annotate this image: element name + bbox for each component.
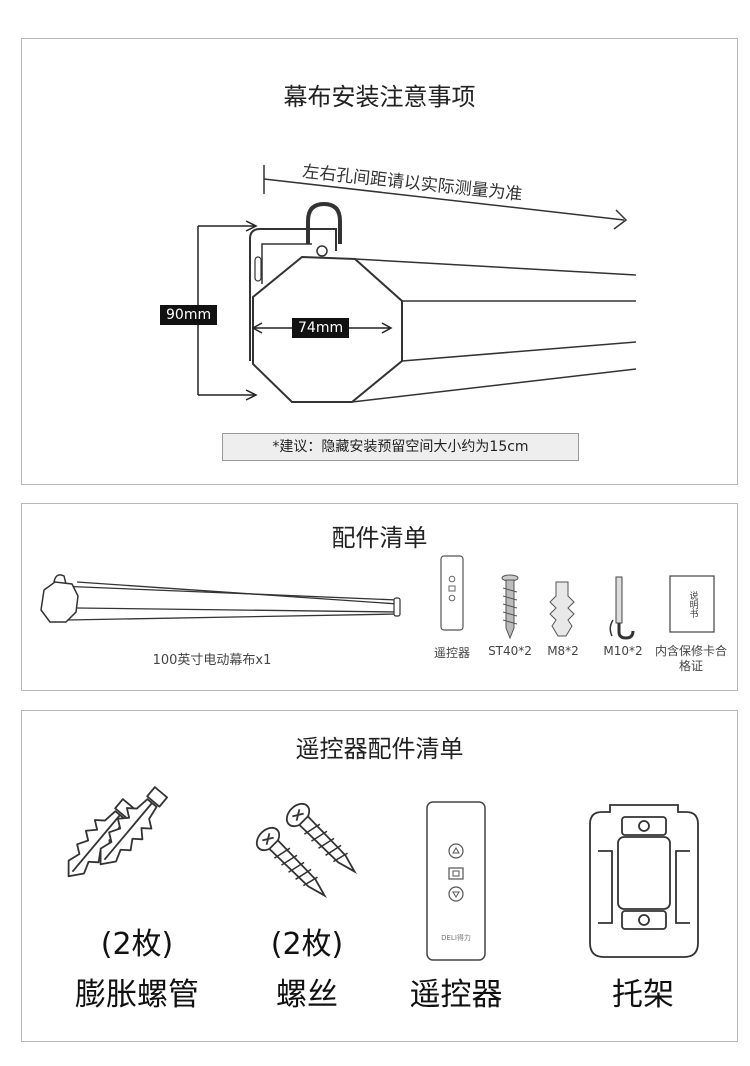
- screw-image: [255, 802, 357, 898]
- parts-label-m10: M10*2: [603, 644, 643, 658]
- parts-list-panel: 配件清单: [21, 503, 738, 691]
- remote-parts-panel: 遥控器配件清单: [21, 710, 738, 1042]
- installation-tip: *建议：隐藏安装预留空间大小约为15cm: [222, 433, 579, 461]
- parts-label-warranty: 内含保修卡合格证: [655, 644, 728, 673]
- parts-label-remote: 遥控器: [433, 646, 470, 660]
- remote-brand: DELI得力: [441, 934, 471, 942]
- remote-name: 遥控器: [409, 977, 503, 1013]
- anchor-name: 膨胀螺管: [75, 977, 199, 1013]
- remote-small-image: [440, 555, 464, 631]
- height-dimension-label: 90mm: [160, 305, 218, 325]
- manual-card-image: [669, 575, 715, 633]
- bracket-name: 托架: [612, 977, 674, 1013]
- screen-profile-diagram: [197, 165, 637, 403]
- installation-title: 幕布安装注意事项: [283, 83, 476, 111]
- m8-anchor-image: [549, 581, 575, 637]
- remote-parts-illustrations: [67, 786, 699, 961]
- holder-bracket-image: [589, 804, 699, 958]
- screw-count: (2枚): [270, 927, 344, 962]
- remote-parts-title: 遥控器配件清单: [295, 735, 464, 763]
- st40-screw-image: [501, 574, 519, 640]
- parts-label-m8: M8*2: [547, 644, 579, 658]
- parts-title: 配件清单: [331, 524, 428, 552]
- expansion-anchor-image: [67, 786, 169, 878]
- screen-tube-image: [40, 574, 401, 623]
- width-dimension-label: 74mm: [292, 318, 350, 338]
- installation-notes-panel: 幕布安装注意事项 左右孔间距请以实际测量为准 90mm 74mm *建议：隐藏安…: [21, 38, 738, 485]
- parts-label-screen: 100英寸电动幕布x1: [152, 653, 272, 668]
- m10-hook-image: [609, 576, 635, 640]
- parts-label-st40: ST40*2: [488, 644, 532, 658]
- screw-name: 螺丝: [276, 977, 338, 1013]
- parts-illustrations: [40, 555, 715, 640]
- manual-card-text: 说明书: [687, 590, 698, 618]
- anchor-count: (2枚): [100, 927, 174, 962]
- remote-image: [426, 801, 486, 961]
